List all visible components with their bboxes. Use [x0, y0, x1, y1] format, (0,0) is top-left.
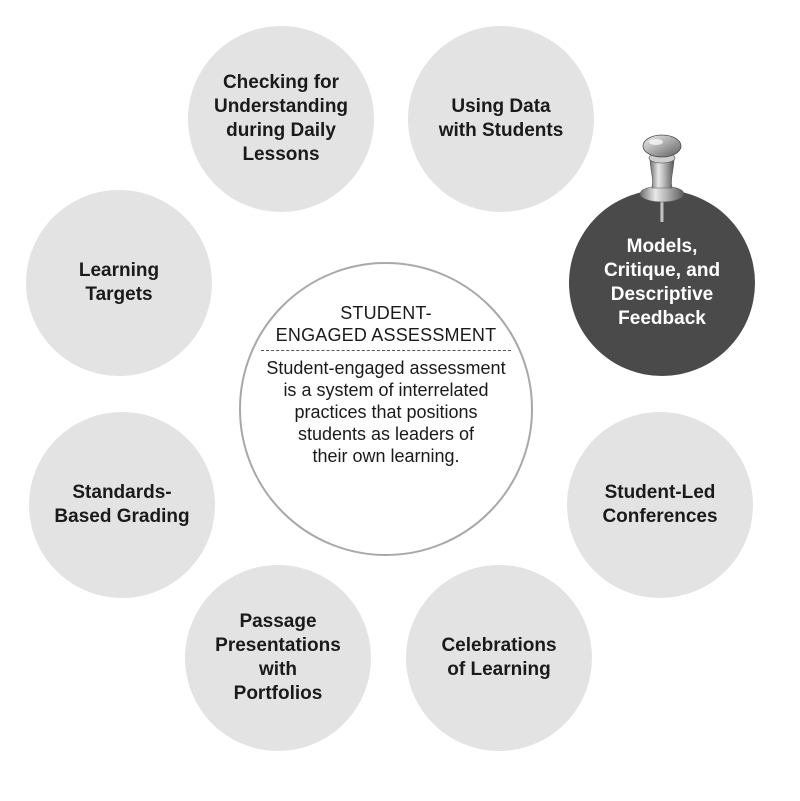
- practice-label: Student-Led Conferences: [602, 482, 718, 527]
- practice-student-led-conferences: Student-Led Conferences: [567, 412, 753, 598]
- practice-label: Standards- Based Grading: [54, 482, 190, 527]
- practice-using-data: Using Data with Students: [408, 26, 594, 212]
- practice-passage-presentations: Passage Presentations with Portfolios: [185, 565, 371, 751]
- practice-label: Passage Presentations with Portfolios: [215, 611, 341, 704]
- practice-label: Models, Critique, and Descriptive Feedba…: [603, 236, 721, 329]
- practice-label: Learning Targets: [78, 260, 160, 305]
- practice-celebrations-of-learning: Celebrations of Learning: [406, 565, 592, 751]
- practice-label: Checking for Understanding during Daily …: [213, 72, 349, 165]
- pushpin-icon: [639, 134, 685, 222]
- practice-label: Celebrations of Learning: [441, 635, 557, 680]
- center-circle: STUDENT- ENGAGED ASSESSMENT Student-enga…: [239, 262, 533, 556]
- center-divider: [261, 350, 511, 351]
- center-description: Student-engaged assessment is a system o…: [266, 358, 506, 466]
- center-title: STUDENT- ENGAGED ASSESSMENT: [275, 303, 497, 345]
- practice-standards-based-grading: Standards- Based Grading: [29, 412, 215, 598]
- practice-checking-for-understanding: Checking for Understanding during Daily …: [188, 26, 374, 212]
- practice-label: Using Data with Students: [438, 96, 564, 141]
- practice-learning-targets: Learning Targets: [26, 190, 212, 376]
